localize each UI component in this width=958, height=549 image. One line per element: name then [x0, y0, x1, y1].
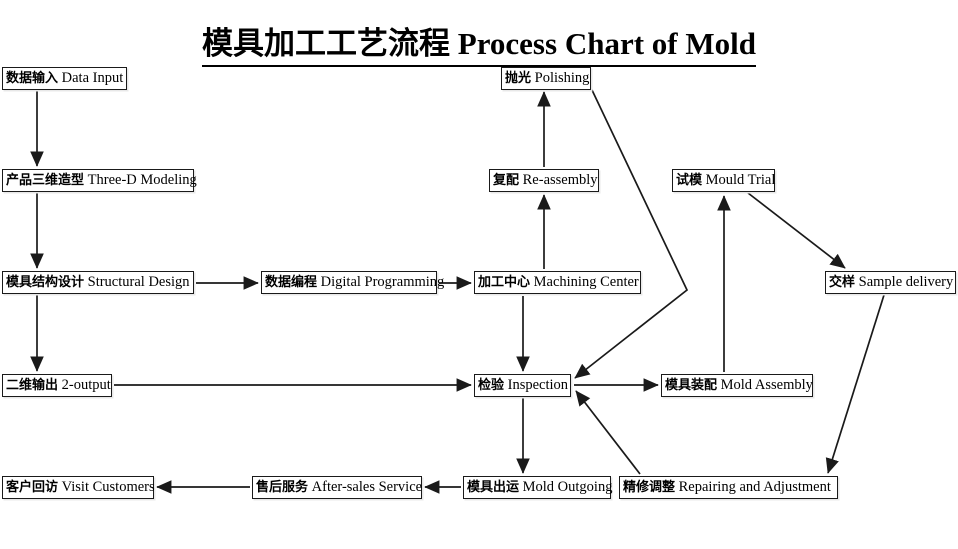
- node-after-sales-service[interactable]: 售后服务 After-sales Service: [252, 476, 422, 499]
- node-repairing-adjustment[interactable]: 精修调整 Repairing and Adjustment: [619, 476, 838, 499]
- node-label-cn: 二维输出: [6, 378, 59, 393]
- edge-repairing-adjustment-to-inspection: [575, 390, 641, 475]
- node-label-en: Data Input: [58, 70, 124, 86]
- node-digital-programming[interactable]: 数据编程 Digital Programming: [261, 271, 444, 294]
- node-re-assembly[interactable]: 复配 Re-assembly: [489, 169, 599, 192]
- node-three-d-modeling[interactable]: 产品三维造型 Three-D Modeling: [2, 169, 197, 192]
- page-title-cn: 模具加工工艺流程: [202, 26, 451, 61]
- edge-mould-trial-to-sample-delivery: [747, 192, 846, 269]
- node-label-en: Mould Trial: [702, 172, 776, 188]
- node-label-cn: 客户回访: [6, 480, 59, 495]
- edge-polishing-to-inspection: [574, 89, 689, 379]
- node-label-en: Digital Programming: [317, 274, 445, 290]
- node-visit-customers[interactable]: 客户回访 Visit Customers: [2, 476, 155, 499]
- edge-sample-delivery-to-repairing-adjustment: [825, 294, 885, 474]
- node-machining-center[interactable]: 加工中心 Machining Center: [474, 271, 641, 294]
- node-label-cn: 模具装配: [665, 378, 718, 393]
- node-label-cn: 加工中心: [478, 275, 531, 290]
- node-label-cn: 数据输入: [6, 71, 59, 86]
- node-label-en: Repairing and Adjustment: [675, 479, 831, 495]
- node-label-cn: 抛光: [505, 71, 532, 86]
- node-label-en: Mold Assembly: [717, 377, 813, 393]
- node-label-cn: 精修调整: [623, 480, 676, 495]
- node-label-cn: 检验: [478, 378, 505, 393]
- node-label-cn: 复配: [493, 173, 520, 188]
- node-label-en: Inspection: [504, 377, 569, 393]
- node-two-output[interactable]: 二维输出 2-output: [2, 374, 112, 397]
- node-mold-assembly[interactable]: 模具装配 Mold Assembly: [661, 374, 813, 397]
- node-label-en: Visit Customers: [58, 479, 155, 495]
- node-label-cn: 试模: [676, 173, 703, 188]
- page-title: 模具加工工艺流程 Process Chart of Mold: [0, 18, 958, 67]
- node-label-cn: 模具出运: [467, 480, 520, 495]
- node-label-cn: 交样: [829, 275, 856, 290]
- node-structural-design[interactable]: 模具结构设计 Structural Design: [2, 271, 194, 294]
- node-sample-delivery[interactable]: 交样 Sample delivery: [825, 271, 956, 294]
- node-label-en: Mold Outgoing: [519, 479, 613, 495]
- node-label-en: Machining Center: [530, 274, 639, 290]
- node-polishing[interactable]: 抛光 Polishing: [501, 67, 591, 90]
- node-inspection[interactable]: 检验 Inspection: [474, 374, 571, 397]
- node-label-en: Re-assembly: [519, 172, 598, 188]
- node-label-cn: 售后服务: [256, 480, 309, 495]
- page-title-en: Process Chart of Mold: [457, 26, 756, 61]
- node-mould-trial[interactable]: 试模 Mould Trial: [672, 169, 775, 192]
- node-label-cn: 数据编程: [265, 275, 318, 290]
- node-label-cn: 产品三维造型: [6, 173, 85, 188]
- node-label-en: Structural Design: [84, 274, 190, 290]
- node-label-en: Three-D Modeling: [84, 172, 197, 188]
- node-label-en: 2-output: [58, 377, 111, 393]
- node-data-input[interactable]: 数据输入 Data Input: [2, 67, 127, 90]
- node-mold-outgoing[interactable]: 模具出运 Mold Outgoing: [463, 476, 613, 499]
- node-label-en: Sample delivery: [855, 274, 954, 290]
- node-label-cn: 模具结构设计: [6, 275, 85, 290]
- node-label-en: After-sales Service: [308, 479, 423, 495]
- node-label-en: Polishing: [531, 70, 590, 86]
